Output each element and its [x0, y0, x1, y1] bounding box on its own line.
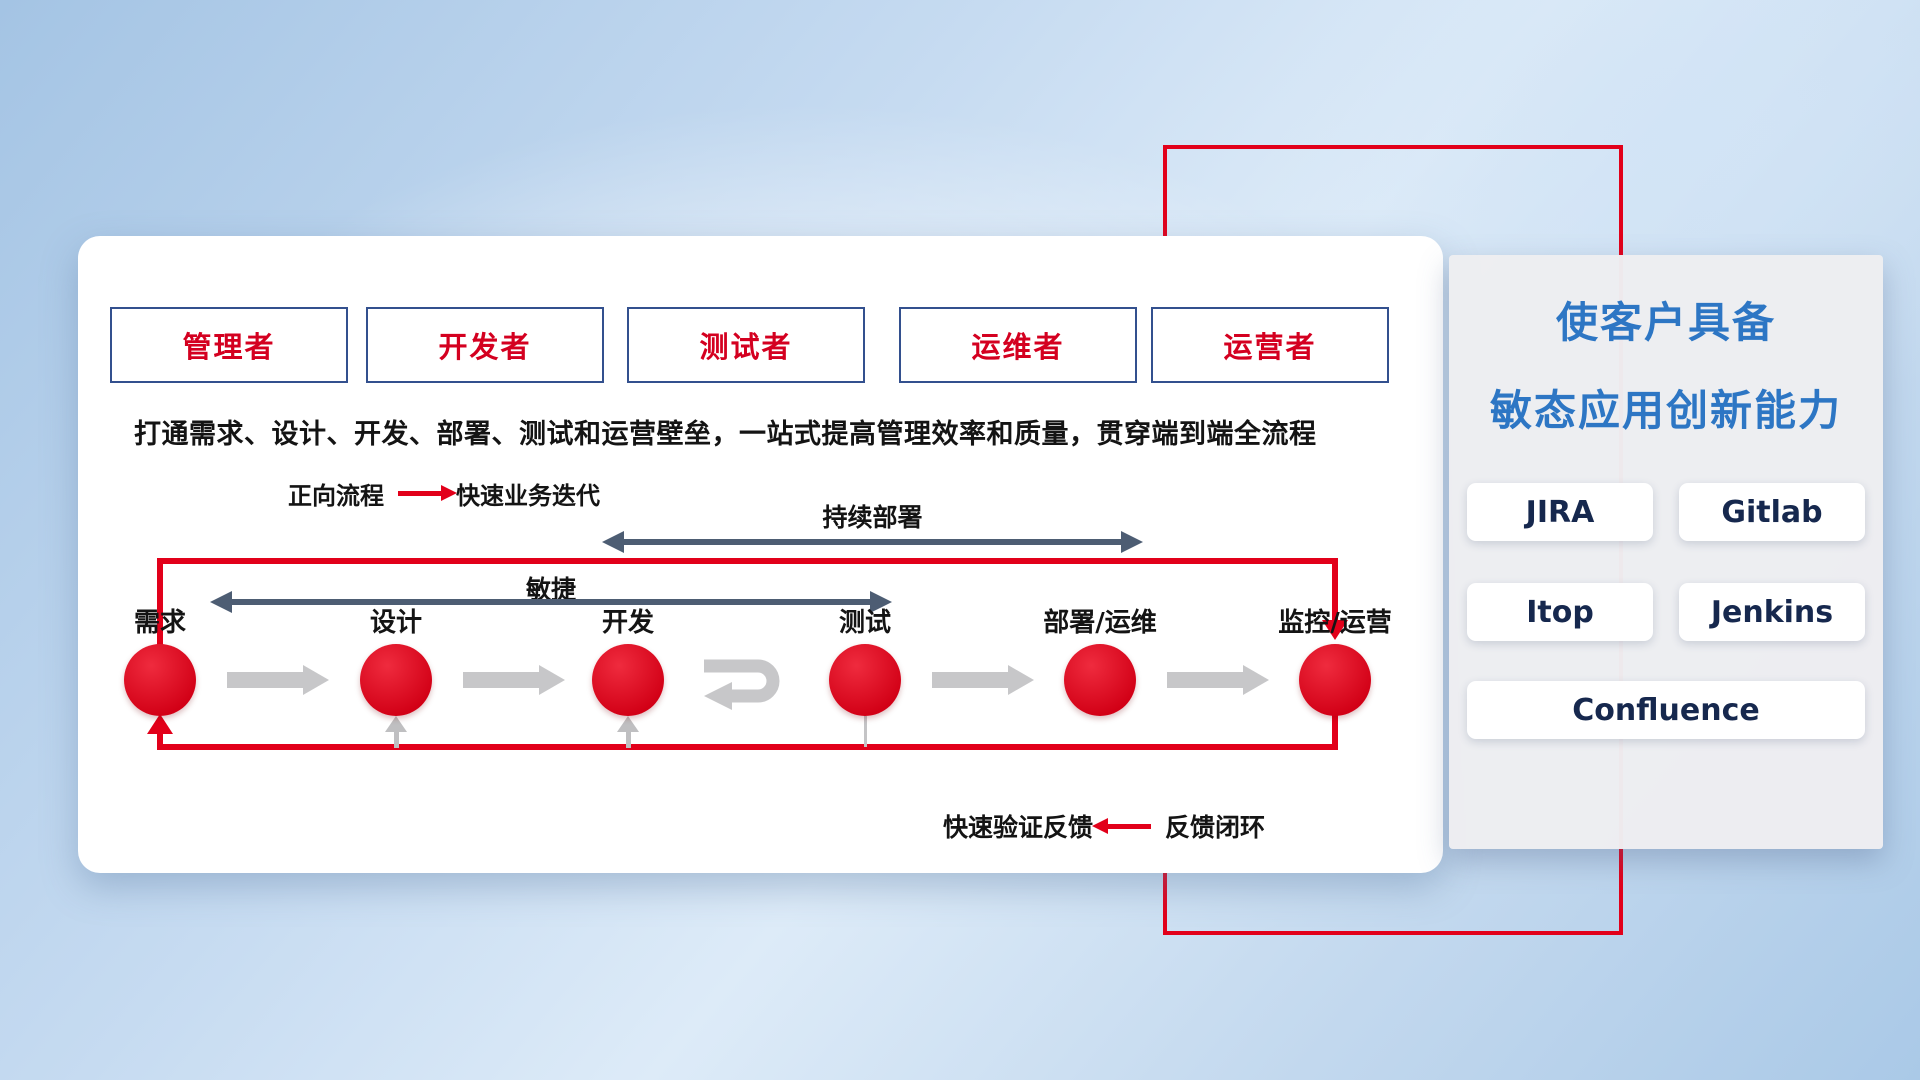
tool-button-jenkins: Jenkins: [1679, 583, 1865, 641]
stage-node-test: [829, 644, 901, 716]
design-feedback-stem: [394, 732, 399, 748]
stage-label-test: 测试: [838, 608, 891, 638]
stage-label-monitor-operate: 监控/运营: [1278, 608, 1392, 638]
test-feedback-connector: [864, 716, 867, 747]
flow-arrow-icon: [932, 665, 1034, 695]
forward-arrow-icon: [398, 485, 457, 501]
role-box-manager: 管理者: [110, 307, 348, 383]
role-box-developer: 开发者: [366, 307, 604, 383]
red-loop-right-lower-riser: [1332, 712, 1338, 750]
stage-label-design: 设计: [369, 608, 422, 638]
stage-node-requirements: [124, 644, 196, 716]
tool-button-jira: JIRA: [1467, 483, 1653, 541]
panel-title-line2: 敏态应用创新能力: [1489, 386, 1842, 435]
red-loop-top-line: [157, 558, 1338, 564]
feedback-arrow-icon: [1092, 817, 1152, 834]
stage-node-design: [360, 644, 432, 716]
forward-flow-legend: 正向流程 快速业务迭代: [288, 476, 600, 511]
continuous-deployment-arrow: [602, 531, 1143, 553]
forward-flow-value: 快速业务迭代: [456, 482, 600, 510]
red-loop-up-arrowhead-icon: [147, 714, 173, 734]
red-loop-return-stem: [157, 732, 163, 748]
role-box-ops: 运维者: [899, 307, 1137, 383]
role-box-operator: 运营者: [1151, 307, 1389, 383]
design-feedback-arrow-icon: [385, 716, 407, 732]
red-loop-right-drop: [1332, 558, 1338, 622]
feedback-label: 反馈闭环: [1165, 813, 1266, 842]
flow-arrow-icon: [1167, 665, 1269, 695]
continuous-deployment-label: 持续部署: [822, 503, 923, 532]
capability-panel: 使客户具备 敏态应用创新能力 JIRA Gitlab Itop Jenkins …: [1449, 255, 1883, 849]
tool-button-gitlab: Gitlab: [1679, 483, 1865, 541]
red-loop-left-riser: [157, 558, 163, 648]
stage-node-deploy-ops: [1064, 644, 1136, 716]
tool-button-confluence: Confluence: [1467, 681, 1865, 739]
iteration-loop-icon: [694, 650, 794, 714]
red-loop-down-arrowhead-icon: [1322, 620, 1348, 640]
develop-feedback-stem: [626, 732, 631, 748]
develop-feedback-arrow-icon: [617, 716, 639, 732]
panel-title-line1: 使客户具备: [1555, 298, 1776, 347]
stage-node-monitor-operate: [1299, 644, 1371, 716]
devops-workflow-card: 管理者 开发者 测试者 运维者 运营者 打通需求、设计、开发、部署、测试和运营壁…: [78, 236, 1443, 873]
role-box-tester: 测试者: [627, 307, 865, 383]
workflow-description: 打通需求、设计、开发、部署、测试和运营壁垒，一站式提高管理效率和质量，贯穿端到端…: [134, 419, 1317, 450]
feedback-value: 快速验证反馈: [943, 813, 1094, 842]
stage-label-develop: 开发: [601, 608, 654, 638]
feedback-loop-legend: 快速验证反馈 反馈闭环: [943, 808, 1265, 844]
red-loop-bottom-line: [157, 744, 1338, 750]
flow-arrow-icon: [227, 665, 329, 695]
tool-button-itop: Itop: [1467, 583, 1653, 641]
agile-arrow: [210, 591, 892, 613]
stage-label-deploy-ops: 部署/运维: [1043, 608, 1157, 638]
stage-node-develop: [592, 644, 664, 716]
stage-label-requirements: 需求: [133, 608, 186, 638]
flow-arrow-icon: [463, 665, 565, 695]
forward-flow-label: 正向流程: [288, 482, 384, 510]
